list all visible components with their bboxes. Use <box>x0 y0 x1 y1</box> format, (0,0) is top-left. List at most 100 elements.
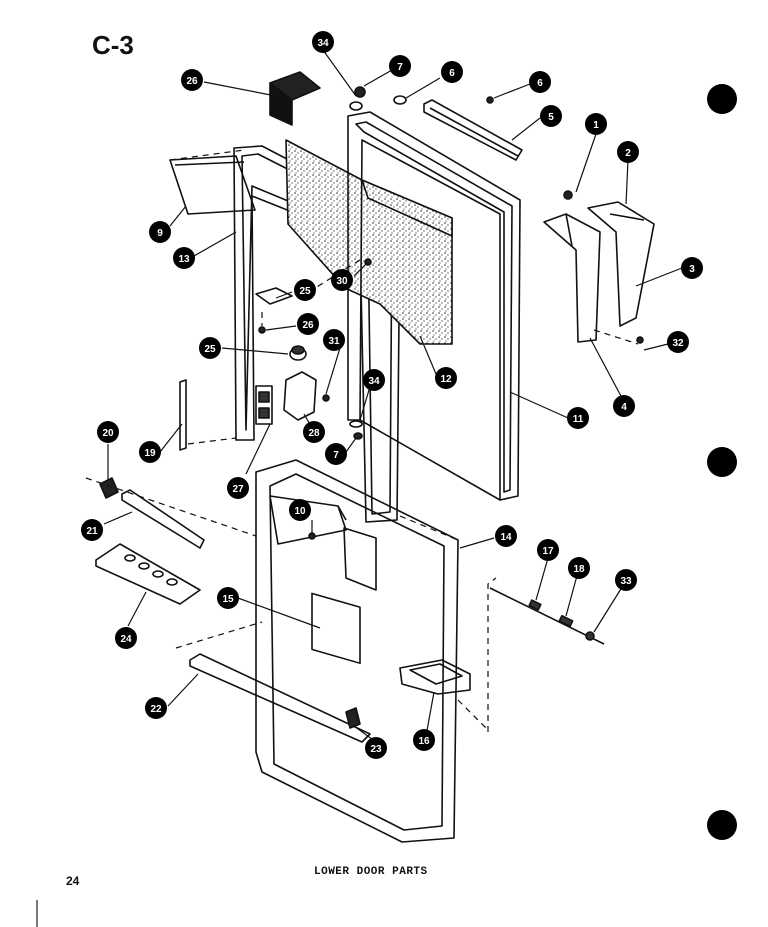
svg-text:20: 20 <box>102 428 114 439</box>
svg-text:7: 7 <box>333 450 339 461</box>
svg-text:7: 7 <box>397 62 403 73</box>
callout-4: 4 <box>613 395 635 417</box>
callout-34: 34 <box>312 31 334 53</box>
callout-31: 31 <box>323 329 345 351</box>
callout-14: 14 <box>495 525 517 547</box>
callout-7: 7 <box>325 443 347 465</box>
callout-1: 1 <box>585 113 607 135</box>
callout-5: 5 <box>540 105 562 127</box>
part-20-shelf-end <box>99 477 119 499</box>
part-27-hinge-plate <box>255 385 273 425</box>
leader-lines <box>103 49 683 743</box>
part-9-top-trim <box>169 155 256 215</box>
callout-24: 24 <box>115 627 137 649</box>
svg-text:31: 31 <box>328 336 340 347</box>
part-17-18-33-fasteners <box>489 587 605 645</box>
callout-3: 3 <box>681 257 703 279</box>
svg-text:25: 25 <box>299 286 311 297</box>
svg-text:34: 34 <box>317 38 329 49</box>
svg-text:26: 26 <box>302 320 314 331</box>
callout-34: 34 <box>363 369 385 391</box>
callout-17: 17 <box>537 539 559 561</box>
svg-text:24: 24 <box>120 634 132 645</box>
callout-15: 15 <box>217 587 239 609</box>
callout-28: 28 <box>303 421 325 443</box>
svg-text:16: 16 <box>418 736 430 747</box>
callout-13: 13 <box>173 247 195 269</box>
callout-25: 25 <box>199 337 221 359</box>
svg-text:28: 28 <box>308 428 320 439</box>
callout-12: 12 <box>435 367 457 389</box>
callout-22: 22 <box>145 697 167 719</box>
svg-text:9: 9 <box>157 228 163 239</box>
part-22-bottom-rail <box>189 653 371 743</box>
callout-10: 10 <box>289 499 311 521</box>
callouts: 26 34 7 6 6 5 1 2 3 32 4 11 9 13 25 26 2… <box>81 31 703 759</box>
page-label: C-3 <box>92 30 134 60</box>
part-11-outer-door-frame <box>347 111 521 501</box>
part-23-clip <box>345 707 361 729</box>
callout-9: 9 <box>149 221 171 243</box>
callout-6: 6 <box>441 61 463 83</box>
callout-20: 20 <box>97 421 119 443</box>
svg-text:4: 4 <box>621 402 627 413</box>
callout-33: 33 <box>615 569 637 591</box>
callout-23: 23 <box>365 737 387 759</box>
svg-text:26: 26 <box>186 76 198 87</box>
part-5-top-channel <box>423 99 523 161</box>
part-16-handle <box>399 659 471 695</box>
svg-text:1: 1 <box>593 120 599 131</box>
callout-21: 21 <box>81 519 103 541</box>
assembly-lines <box>85 149 639 732</box>
part-21-shelf-rail <box>121 489 205 549</box>
part-24-egg-tray <box>95 543 201 605</box>
callout-32: 32 <box>667 331 689 353</box>
part-25-grommet <box>289 345 307 361</box>
binder-hole <box>707 810 737 840</box>
callout-19: 19 <box>139 441 161 463</box>
callout-6: 6 <box>529 71 551 93</box>
part-12-insulation <box>285 139 453 345</box>
svg-text:14: 14 <box>500 532 512 543</box>
callout-18: 18 <box>568 557 590 579</box>
part-25-cam <box>255 287 293 305</box>
callout-25: 25 <box>294 279 316 301</box>
svg-text:30: 30 <box>336 276 348 287</box>
part-28-latch-bracket <box>283 371 317 421</box>
svg-text:13: 13 <box>178 254 190 265</box>
svg-text:19: 19 <box>144 448 156 459</box>
part-19-side-strip <box>179 379 187 451</box>
svg-text:33: 33 <box>620 576 632 587</box>
svg-text:27: 27 <box>232 484 244 495</box>
callout-11: 11 <box>567 407 589 429</box>
svg-text:6: 6 <box>449 68 455 79</box>
svg-text:10: 10 <box>294 506 306 517</box>
part-3-hinge-cover <box>587 201 655 327</box>
svg-text:11: 11 <box>573 414 584 425</box>
svg-text:3: 3 <box>689 264 695 275</box>
part-4-hinge-bracket <box>543 213 601 343</box>
page-number: 24 <box>66 874 80 888</box>
svg-text:21: 21 <box>86 526 98 537</box>
callout-2: 2 <box>617 141 639 163</box>
svg-text:32: 32 <box>672 338 684 349</box>
callout-7: 7 <box>389 55 411 77</box>
binder-holes <box>707 84 737 840</box>
callout-30: 30 <box>331 269 353 291</box>
part-15-panel-cover <box>311 592 361 665</box>
part-14-inner-door-panel <box>255 459 459 843</box>
svg-text:2: 2 <box>625 148 631 159</box>
binder-hole <box>707 447 737 477</box>
diagram-caption: LOWER DOOR PARTS <box>314 866 428 878</box>
binder-hole <box>707 84 737 114</box>
svg-text:34: 34 <box>368 376 380 387</box>
svg-text:17: 17 <box>542 546 554 557</box>
callout-16: 16 <box>413 729 435 751</box>
svg-text:12: 12 <box>440 374 452 385</box>
svg-text:22: 22 <box>150 704 162 715</box>
svg-text:23: 23 <box>370 744 382 755</box>
scan-edge <box>36 900 38 927</box>
callout-27: 27 <box>227 477 249 499</box>
svg-text:5: 5 <box>548 112 554 123</box>
